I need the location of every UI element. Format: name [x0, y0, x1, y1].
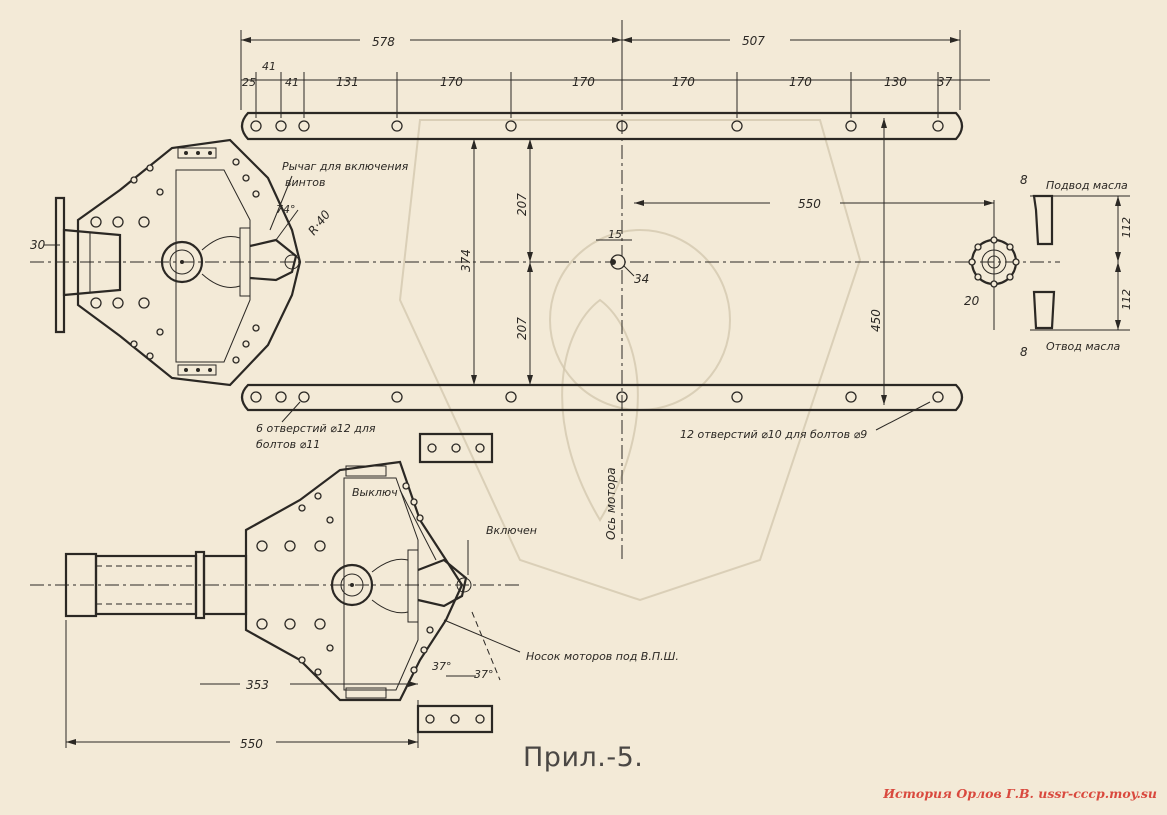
- dim-112-lower: 112: [1120, 289, 1133, 310]
- label-holes-right: 12 отверстий ⌀10 для болтов ⌀9: [680, 428, 867, 441]
- angle-74: 74°: [276, 203, 296, 216]
- dim-131: 131: [336, 75, 359, 89]
- dim-207-lower: 207: [515, 317, 529, 340]
- label-oil-in: Подвод масла: [1046, 179, 1128, 192]
- figure-caption: Прил.-5.: [523, 742, 644, 773]
- dim-8-upper: 8: [1020, 173, 1028, 187]
- angle-37-left: 37°: [432, 660, 452, 673]
- dim-20: 20: [964, 294, 980, 308]
- hole-notes: 6 отверстий ⌀12 для болтов ⌀11 12 отверс…: [256, 401, 931, 540]
- dim-170a: 170: [440, 75, 463, 89]
- label-lever: Рычаг для включения: [282, 160, 409, 173]
- dim-170c: 170: [672, 75, 695, 89]
- dim-550-top: 550: [798, 197, 821, 211]
- dim-41b: 41: [285, 76, 299, 89]
- dim-507: 507: [742, 34, 765, 48]
- oil-pump-flange: 20 112 112 8 8 Подвод масла Отвод масла: [964, 173, 1133, 359]
- source-watermark: История Орлов Г.В. ussr-cccp.moy.su: [883, 786, 1157, 801]
- dim-353: 353: [246, 678, 269, 692]
- hole-spacing-dimensions: 25 41 41 131 170 170 170 170 130 37: [241, 60, 990, 118]
- dim-8-lower: 8: [1020, 345, 1028, 359]
- dim-15: 15: [608, 228, 622, 241]
- dim-578: 578: [372, 35, 395, 49]
- label-nose: Носок моторов под В.П.Ш.: [526, 650, 679, 663]
- angle-37-right: 37°: [474, 668, 494, 681]
- dim-34: 34: [634, 272, 649, 286]
- label-lever-2: винтов: [285, 176, 325, 189]
- label-off: Выключ: [352, 486, 398, 499]
- label-oil-out: Отвод масла: [1046, 340, 1120, 353]
- dim-170b: 170: [572, 75, 595, 89]
- dim-37: 37: [937, 75, 953, 89]
- background-emblem: [398, 119, 862, 602]
- dim-41a: 41: [262, 60, 276, 73]
- label-holes-left: 6 отверстий ⌀12 для: [256, 422, 376, 435]
- dim-130: 130: [884, 75, 907, 89]
- reduction-gear-side-view: Выключ Включен Носок моторов под В.П.Ш. …: [30, 460, 679, 751]
- lower-mounting-bar: [240, 383, 964, 412]
- reduction-gear-plan-view: 30 74° R·40 Рычаг для включения винтов: [30, 138, 409, 387]
- label-holes-left-2: болтов ⌀11: [256, 438, 320, 451]
- dim-450: 450: [869, 309, 883, 332]
- dim-550-bottom: 550: [240, 737, 263, 751]
- label-motor-axis: Ось мотора: [604, 467, 618, 540]
- radius-40: R·40: [305, 207, 333, 238]
- vertical-dimensions: 374 207 207 450 550 15 34: [459, 118, 995, 405]
- bolt-strip-upper: [418, 432, 494, 464]
- dim-30: 30: [30, 238, 46, 252]
- center-lines: [30, 20, 1060, 560]
- label-on: Включен: [486, 524, 537, 537]
- bolt-strip-lower: [416, 704, 494, 734]
- dim-207-upper: 207: [515, 193, 529, 216]
- dim-25: 25: [242, 76, 256, 89]
- overall-dimensions: 578 507: [240, 30, 961, 110]
- dim-170d: 170: [789, 75, 812, 89]
- dim-112-upper: 112: [1120, 217, 1133, 238]
- upper-mounting-bar: [240, 111, 964, 141]
- dim-374: 374: [459, 249, 473, 272]
